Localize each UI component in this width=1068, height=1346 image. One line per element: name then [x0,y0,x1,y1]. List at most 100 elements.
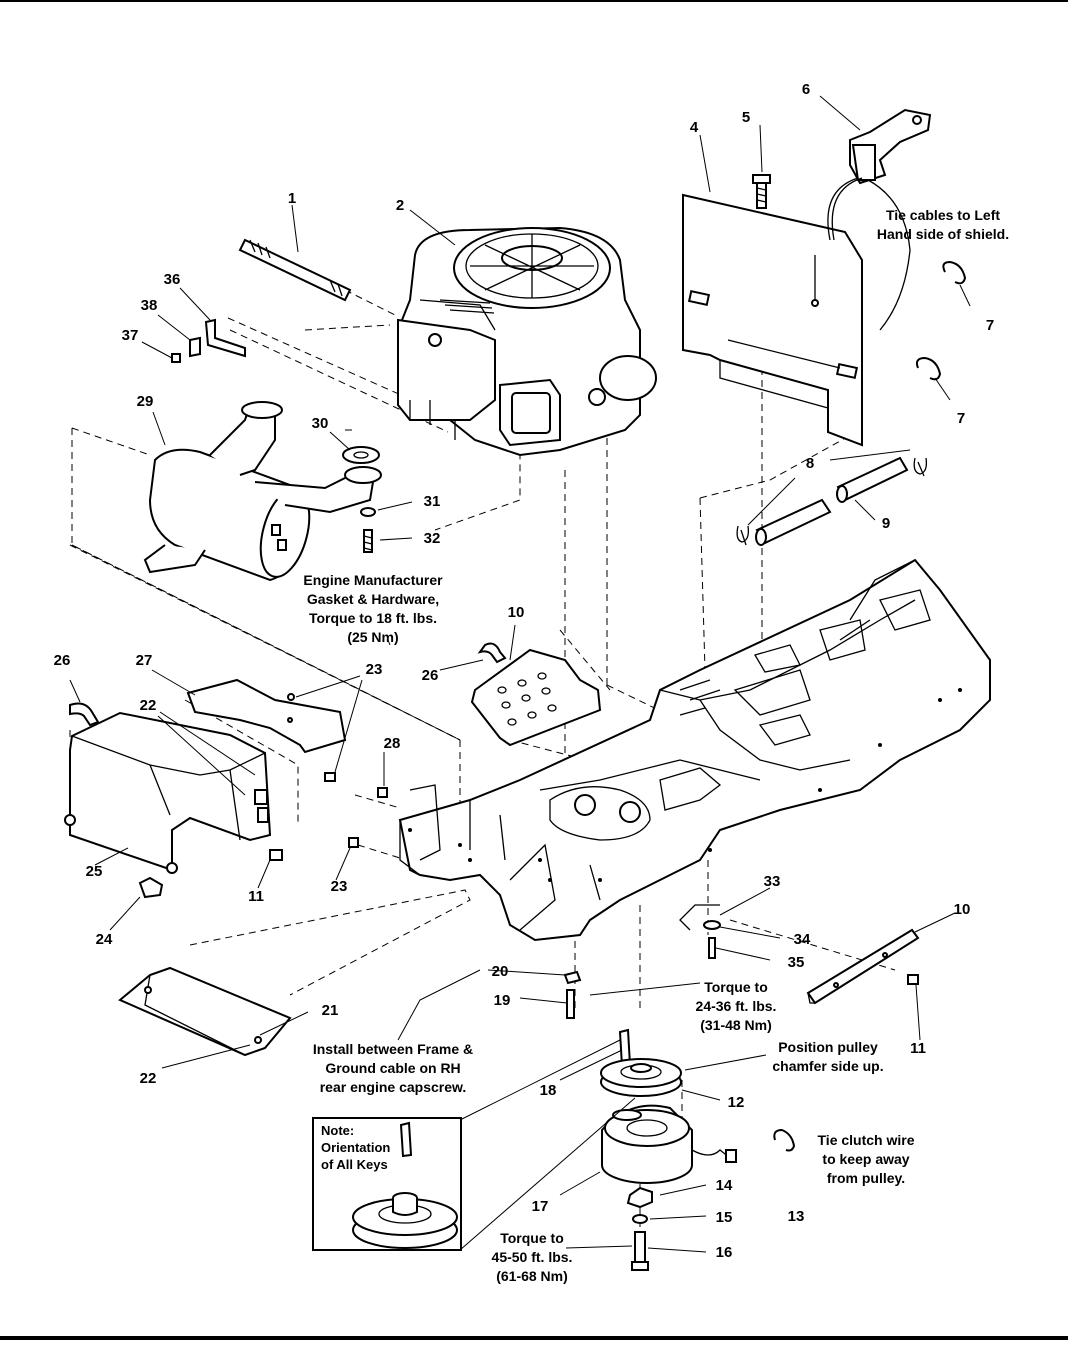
note-position-pulley-line-2: chamfer side up. [772,1058,883,1074]
callout-leader-lines [69,95,971,1253]
heat-shield-part-25 [64,711,272,874]
note-install-between: Install between Frame & Ground cable on … [313,1041,473,1095]
screw-part-11a [269,849,283,861]
callout-33: 33 [764,873,781,890]
screw-part-23a [287,693,295,701]
callout-25: 25 [86,863,103,880]
bracket-part-10b [806,928,920,1005]
callout-15: 15 [716,1209,733,1226]
screw-part-11b [907,974,919,985]
callout-17: 17 [532,1198,549,1215]
key-orientation-note-box [312,1117,462,1251]
throttle-control-part-6 [827,108,932,331]
callout-22b: 22 [140,1070,157,1087]
note-install-between-line-1: Install between Frame & [313,1041,473,1057]
note-key-orientation: Note: Orientation of All Keys [321,1123,390,1172]
callout-16: 16 [716,1244,733,1261]
callout-21: 21 [322,1002,339,1019]
callout-38: 38 [141,297,158,314]
washer-part-15 [632,1214,648,1224]
callout-35: 35 [788,954,805,971]
cover-plate-part-21 [118,966,292,1057]
callout-34: 34 [794,931,811,948]
callout-29: 29 [137,393,154,410]
note-torque-24-36-line-2: 24-36 ft. lbs. [696,998,777,1014]
callout-22a: 22 [140,697,157,714]
note-torque-24-36-line-3: (31-48 Nm) [700,1017,772,1033]
spacer-part-14 [626,1186,653,1209]
callout-31: 31 [424,493,441,510]
callout-7a: 7 [986,317,994,334]
shield-part-4 [682,193,863,447]
callout-10a: 10 [508,604,525,621]
cable-tie-part-13 [773,1128,796,1152]
note-torque-24-36-line-1: Torque to [704,979,768,995]
heat-shield-part-27 [186,678,347,754]
nut-part-24 [138,876,164,899]
callout-32: 32 [424,530,441,547]
cable-tie-part-8a [736,525,750,546]
note-tie-cables-line-1: Tie cables to Left [886,207,1000,223]
bottom-rule [0,1336,1068,1340]
callout-23a: 23 [366,661,383,678]
note-engine-gasket-line-1: Engine Manufacturer [303,572,443,588]
callout-12: 12 [728,1094,745,1111]
callout-4: 4 [690,119,699,136]
note-torque-45-50-line-3: (61-68 Nm) [496,1268,568,1284]
note-install-between-line-2: Ground cable on RH [325,1060,460,1076]
callout-23b: 23 [331,878,348,895]
note-key-orientation-line-3: of All Keys [321,1157,388,1172]
bracket-part-36 [204,318,246,358]
callout-8: 8 [806,455,814,472]
cable-tie-part-7b [915,356,942,381]
note-torque-45-50: Torque to 45-50 ft. lbs. (61-68 Nm) [492,1230,573,1284]
note-tie-clutch-line-1: Tie clutch wire [818,1132,915,1148]
callout-5: 5 [742,109,750,126]
note-engine-gasket-line-2: Gasket & Hardware, [307,591,439,607]
callout-6: 6 [802,81,810,98]
heat-shield-bracket-part-10a [470,648,602,747]
note-engine-gasket-line-3: Torque to 18 ft. lbs. [309,610,437,626]
callout-20: 20 [492,963,509,980]
callout-27: 27 [136,652,153,669]
screw-part-37 [171,353,181,363]
clip-part-38 [189,336,201,358]
cable-part-33 [679,904,720,931]
note-engine-gasket-line-4: (25 Nm) [347,629,398,645]
note-key-orientation-line-2: Orientation [321,1140,390,1155]
note-tie-cables: Tie cables to Left Hand side of shield. [877,207,1009,242]
callout-37: 37 [122,327,139,344]
note-position-pulley: Position pulley chamfer side up. [772,1039,883,1074]
bolt-part-5 [752,174,771,209]
screw-part-35 [708,937,716,959]
callout-26b: 26 [422,667,439,684]
cable-tie-part-7a [942,260,967,285]
screw-part-19 [566,989,575,1019]
note-torque-45-50-line-2: 45-50 ft. lbs. [492,1249,573,1265]
screw-part-28 [377,787,388,798]
callout-28: 28 [384,735,401,752]
tractor-frame [398,558,991,942]
electric-clutch-part-17 [601,1104,737,1184]
note-tie-clutch: Tie clutch wire to keep away from pulley… [818,1132,915,1186]
callout-9: 9 [882,515,890,532]
screw-part-23c [348,837,359,848]
callout-30: 30 [312,415,329,432]
note-engine-gasket: Engine Manufacturer Gasket & Hardware, T… [303,572,443,645]
clamp-part-26a [69,702,100,727]
note-tie-clutch-line-2: to keep away [822,1151,909,1167]
callout-13: 13 [788,1208,805,1225]
bolt-part-16 [631,1231,649,1271]
callout-19: 19 [494,992,511,1009]
callout-24: 24 [96,931,113,948]
callout-26a: 26 [54,652,71,669]
note-tie-clutch-line-3: from pulley. [827,1170,905,1186]
washer-part-20 [563,970,582,985]
washer-part-34 [703,920,721,930]
callout-numbers: 1 2 4 5 6 7 7 8 9 10 10 11 11 12 13 14 1… [54,81,995,1261]
note-tie-cables-line-2: Hand side of shield. [877,226,1009,242]
engine-part-2 [396,226,657,457]
note-torque-45-50-line-1: Torque to [500,1230,564,1246]
